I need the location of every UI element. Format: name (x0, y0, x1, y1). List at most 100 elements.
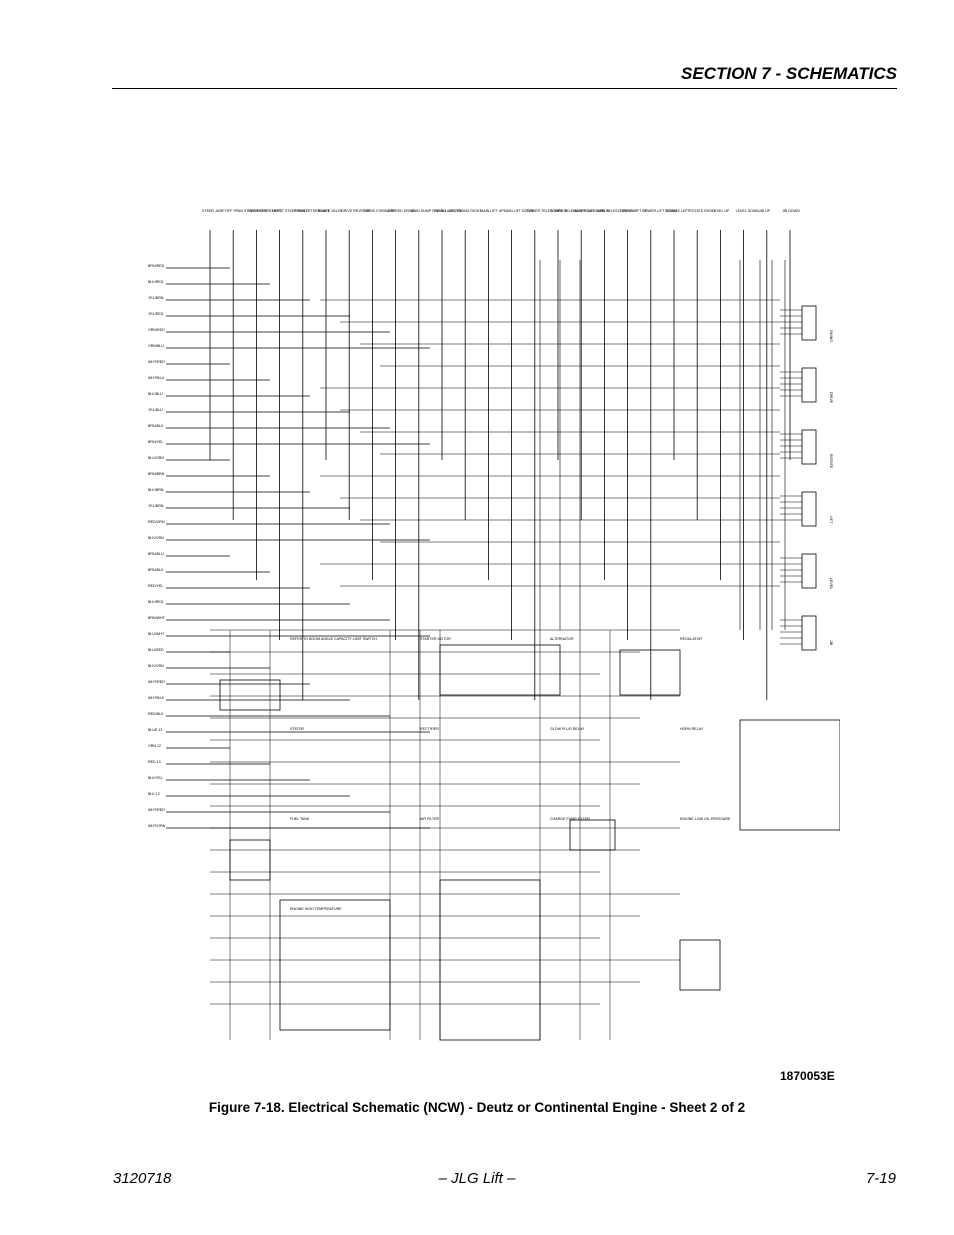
valve-label: MAIN TELESCOPE IN (573, 209, 609, 213)
component-note: STARTER MOTOR (420, 637, 451, 641)
wire-color-label: BLK/ORN (148, 536, 164, 540)
footer-document-number: 3120718 (113, 1170, 172, 1187)
valve-label: TOWER LIFT UP (620, 209, 648, 213)
component-note: ALTERNATOR (550, 637, 574, 641)
valve-label: SWING RIGHT (457, 209, 482, 213)
wire-color-label: BRN/BLK (148, 568, 164, 572)
component-note: ENGINE HIGH TEMPERATURE (290, 907, 342, 911)
connector-label: LEVEL (829, 578, 833, 589)
wire-color-label: WHT/RED (148, 360, 165, 364)
wire-color-label: RED/BLK (148, 712, 164, 716)
wire-color-label: WHT/ORN (148, 824, 166, 828)
wire-color-label: BLU/ORN (148, 456, 164, 460)
component-box (801, 553, 817, 589)
component-box (679, 939, 721, 991)
valve-label: LEVEL UP (712, 209, 730, 213)
component-box (801, 615, 817, 651)
valve-label: STEER JUMP (202, 209, 225, 213)
valve-label: MAIN DUMP FOR ALL VALVES (411, 209, 462, 213)
wire-color-label: ORN/RED (148, 328, 165, 332)
component-note: REGULATOR (680, 637, 702, 641)
wire-color-label: ORN/BLU (148, 344, 164, 348)
header-rule (112, 88, 897, 89)
component-box (619, 649, 681, 696)
component-note: AIR FILTER (420, 817, 440, 821)
footer-publisher: – JLG Lift – (438, 1170, 516, 1187)
wire-color-label: WHT/BLU (148, 376, 165, 380)
component-box (801, 429, 817, 465)
valve-label: 2 SPEED DRIVE (388, 209, 416, 213)
component-box (569, 819, 616, 851)
wire-color-label: RED/YEL (148, 584, 163, 588)
component-note: CHARGE PUMP FILTER (550, 817, 590, 821)
valve-label: FRONT STEER RIGHT (272, 209, 310, 213)
wire-color-label: ORN 12 (148, 744, 161, 748)
wire-color-label: BLK/BLU (148, 392, 163, 396)
valve-label: LEVEL DOWN (736, 209, 760, 213)
valve-label: JIB UP (759, 209, 771, 213)
schematic-linework (166, 230, 840, 1041)
wire-color-label: BLUE 13 (148, 728, 162, 732)
wire-color-label: YEL/BLU (148, 408, 163, 412)
valve-label: MAIN TELESCOPE OUT (596, 209, 637, 213)
connector-label: ROTATE (829, 454, 833, 469)
component-box (801, 491, 817, 527)
wire-color-label: BLK/YEL (148, 776, 163, 780)
component-box (279, 899, 391, 1031)
valve-label: ROTATE RIGHT (689, 209, 716, 213)
valve-label: SWING LEFT (434, 209, 457, 213)
wire-color-label: WHT/RED (148, 680, 165, 684)
wire-color-label: BRN/BLK (148, 424, 164, 428)
component-box (229, 839, 271, 881)
valve-label: JIB DOWN (782, 209, 800, 213)
valve-label: OFF SPAN STEER RIGHT (225, 209, 269, 213)
valve-label: TOWER TELESCOPE IN (527, 209, 568, 213)
component-note: REFER TO BOOM ANGLE CAPACITY LIMIT SWITC… (290, 637, 377, 641)
valve-label: MAIN LIFT UP (480, 209, 504, 213)
footer-page-number: 7-19 (865, 1170, 896, 1187)
valve-label: TOWER TELESCOPE OUT (550, 209, 595, 213)
wire-color-label: BLU/WHT (148, 632, 165, 636)
component-box (801, 367, 817, 403)
valve-label: MAIN LIFT DOWN (504, 209, 534, 213)
wire-color-label: YEL/RED (148, 312, 164, 316)
wire-color-label: YEL/BRN (148, 296, 164, 300)
component-note: ENGINE LOW OIL PRESSURE (680, 817, 731, 821)
wire-color-label: BLK/ORN (148, 664, 164, 668)
valve-label: ROTATE LEFT (666, 209, 691, 213)
drawing-number: 1870053E (780, 1069, 835, 1083)
connector-label: JIB (829, 640, 833, 646)
wire-color-label: BRN/WHT (148, 616, 166, 620)
section-title: SECTION 7 - SCHEMATICS (681, 64, 897, 83)
valve-label: BRAKE VALVE (318, 209, 343, 213)
component-note: FUEL TANK (290, 817, 310, 821)
wire-color-label: BRN/BLU (148, 552, 164, 556)
component-note: GLOW PLUG RELAY (550, 727, 585, 731)
wire-color-label: RED 13 (148, 760, 161, 764)
wire-color-label: RED/ORN (148, 520, 165, 524)
component-note: STATOR (290, 727, 304, 731)
valve-label: TOWER LIFT DOWN (643, 209, 677, 213)
wire-color-label: WHT/RED (148, 808, 165, 812)
connector-label: DRIVE (829, 392, 833, 404)
valve-label: FRONT STEER LEFT (295, 209, 331, 213)
wire-color-label: BLK/RED (148, 600, 164, 604)
component-note: RECTIFIER (420, 727, 439, 731)
wire-color-label: BLU/RED (148, 648, 164, 652)
wire-color-label: BRN/BRN (148, 472, 165, 476)
valve-label: REAR STEER LEFT (248, 209, 282, 213)
wire-color-label: BLK/RED (148, 280, 164, 284)
wire-color-label: BLK 12 (148, 792, 160, 796)
component-box (739, 719, 840, 831)
wire-color-label: YEL/BRN (148, 504, 164, 508)
component-note: HORN RELAY (680, 727, 704, 731)
valve-label: DRIVE REVERSE (341, 209, 371, 213)
component-box (801, 305, 817, 341)
wire-color-label: BLK/BRN (148, 488, 164, 492)
valve-label: DRIVE FORWARD (364, 209, 395, 213)
wire-color-label: WHT/BLK (148, 696, 165, 700)
component-box (219, 679, 281, 711)
figure-caption: Figure 7-18. Electrical Schematic (NCW) … (208, 1100, 746, 1115)
